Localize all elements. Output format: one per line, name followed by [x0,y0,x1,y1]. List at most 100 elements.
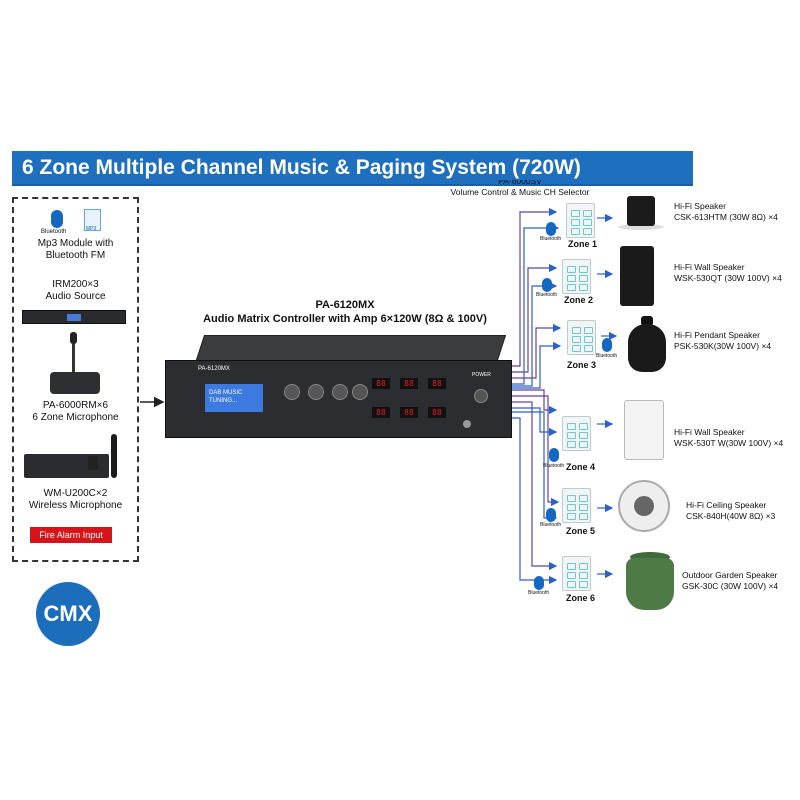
speaker-wires [597,213,618,579]
selector-model: PA-6000SV [498,180,542,186]
panel-button [579,563,588,570]
selector-description: Volume Control & Music CH Selector [450,187,590,197]
ceiling-speaker-image [618,196,664,236]
wireless-mic-line2: Wireless Microphone [28,500,123,511]
zone-4-control-panel [562,416,591,451]
zone-5-speaker-label: Hi-Fi Ceiling Speaker CSK-840H(40W 8Ω) ×… [686,500,775,522]
paging-microphone-image [50,332,100,394]
paging-mic-line1: PA-6000RM×6 [42,400,109,411]
panel-button [579,572,588,579]
panel-button [572,327,581,334]
zone-5-speaker-type: Hi-Fi Ceiling Speaker [686,500,767,510]
garden-speaker-image [626,552,674,610]
lcd-line1: DAB MUSIC [209,390,243,396]
round-ceiling-speaker-image [618,480,670,532]
panel-button [567,441,576,448]
bluetooth-label: Bluetooth [540,236,562,242]
controller-lcd: DAB MUSIC TUNING... [205,384,263,412]
bluetooth-icon [602,338,612,352]
panel-button [567,513,576,520]
volume-knob-2 [308,384,324,400]
lcd-line2: TUNING... [209,398,237,404]
bluetooth-icon [534,576,544,590]
panel-button [567,504,576,511]
panel-button [567,423,576,430]
zone-1-speaker-model: CSK-613HTM (30W 8Ω) ×4 [674,212,778,222]
input-sources-box [12,197,139,562]
panel-button [579,581,588,588]
headphone-jack [463,420,471,428]
zone-3-speaker-label: Hi-Fi Pendant Speaker PSK-530K(30W 100V)… [674,330,771,352]
bluetooth-label: Bluetooth [528,590,550,596]
panel-button [583,210,592,217]
zone-5-control-panel [562,488,591,523]
panel-button [579,441,588,448]
zone-4-label: Zone 4 [566,462,596,472]
zone-4-speaker-label: Hi-Fi Wall Speaker WSK-530T W(30W 100V) … [674,427,783,449]
zone-1-speaker-type: Hi-Fi Speaker [674,201,726,211]
bluetooth-badge-label: Bluetooth [41,229,67,235]
paging-mic-label: PA-6000RM×6 6 Zone Microphone [14,400,137,424]
zone-display-1: 88 [372,378,390,389]
master-knob [474,389,488,403]
panel-model-label: PA-6120MX [198,366,230,372]
panel-button [579,284,588,291]
zone-2-speaker-label: Hi-Fi Wall Speaker WSK-530QT (30W 100V) … [674,262,782,284]
bluetooth-label: Bluetooth [536,292,558,298]
panel-button [571,219,580,226]
panel-button [567,275,576,282]
volume-knob-3 [332,384,348,400]
zone-6-label: Zone 6 [566,593,596,603]
mp3-badge-label: MP3 [86,226,97,232]
panel-button [579,423,588,430]
panel-button [567,284,576,291]
panel-button [579,504,588,511]
wireless-mic-image [24,434,124,482]
zone-display-6: 88 [428,407,446,418]
zone-6-speaker-model: GSK-30C (30W 100V) ×4 [682,581,779,591]
mp3-module-label: Mp3 Module with Bluetooth FM [14,238,137,262]
zone-2-label: Zone 2 [564,295,594,305]
zone-3-speaker-model: PSK-530K(30W 100V) ×4 [674,341,772,351]
zone-5-speaker-model: CSK-840H(40W 8Ω) ×3 [686,511,776,521]
panel-button [579,432,588,439]
controller-description: Audio Matrix Controller with Amp 6×120W … [203,313,487,325]
panel-button [579,495,588,502]
irm200-line2: Audio Source [45,291,106,302]
panel-button [567,572,576,579]
irm200-line1: IRM200×3 [52,279,99,290]
panel-button [571,228,580,235]
volume-knob-4 [352,384,368,400]
volume-knob-1 [284,384,300,400]
zone-6-speaker-type: Outdoor Garden Speaker [682,570,778,580]
zone-2-speaker-model: WSK-530QT (30W 100V) ×4 [674,273,782,283]
bluetooth-label: Bluetooth [540,522,562,528]
mp3-file-icon [84,209,101,231]
fire-alarm-input-label: Fire Alarm Input [30,527,112,543]
irm200-device-image [22,310,126,324]
mp3-module-line2: Bluetooth FM [45,250,106,261]
irm200-label: IRM200×3 Audio Source [14,279,137,303]
white-wall-speaker-image [624,400,664,460]
panel-button [567,581,576,588]
paging-mic-line2: 6 Zone Microphone [32,412,119,423]
controller-model: PA-6120MX [315,299,375,311]
panel-button [571,210,580,217]
panel-button [579,513,588,520]
zone-6-speaker-label: Outdoor Garden Speaker GSK-30C (30W 100V… [682,570,778,592]
bluetooth-icon [546,222,556,236]
zone-4-speaker-type: Hi-Fi Wall Speaker [674,427,745,437]
zone-6-control-panel [562,556,591,591]
bluetooth-label: Bluetooth [543,463,565,469]
zone-display-2: 88 [400,378,418,389]
bluetooth-icon [51,210,63,228]
panel-button [584,327,593,334]
title-banner: 6 Zone Multiple Channel Music & Paging S… [12,151,693,186]
panel-button [584,336,593,343]
panel-button [572,336,581,343]
selector-label: PA-6000SV Volume Control & Music CH Sele… [430,180,610,198]
panel-button [579,266,588,273]
zone-display-3: 88 [428,378,446,389]
zone-1-speaker-label: Hi-Fi Speaker CSK-613HTM (30W 8Ω) ×4 [674,201,778,223]
